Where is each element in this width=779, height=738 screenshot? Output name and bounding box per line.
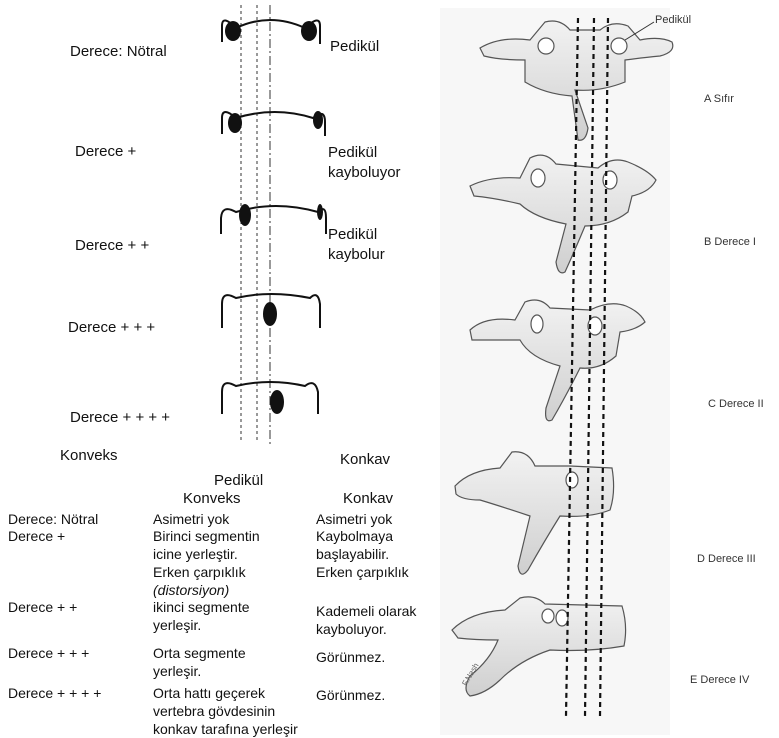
- pedicle-label: Pedikül: [655, 14, 691, 26]
- grade-caption-d: D Derece III: [697, 553, 756, 565]
- grade-caption-a: A Sıfır: [704, 93, 734, 105]
- grade-caption-e: E Derece IV: [690, 674, 749, 686]
- grade-caption-b: B Derece I: [704, 236, 756, 248]
- grade-caption-c: C Derece II: [708, 398, 764, 410]
